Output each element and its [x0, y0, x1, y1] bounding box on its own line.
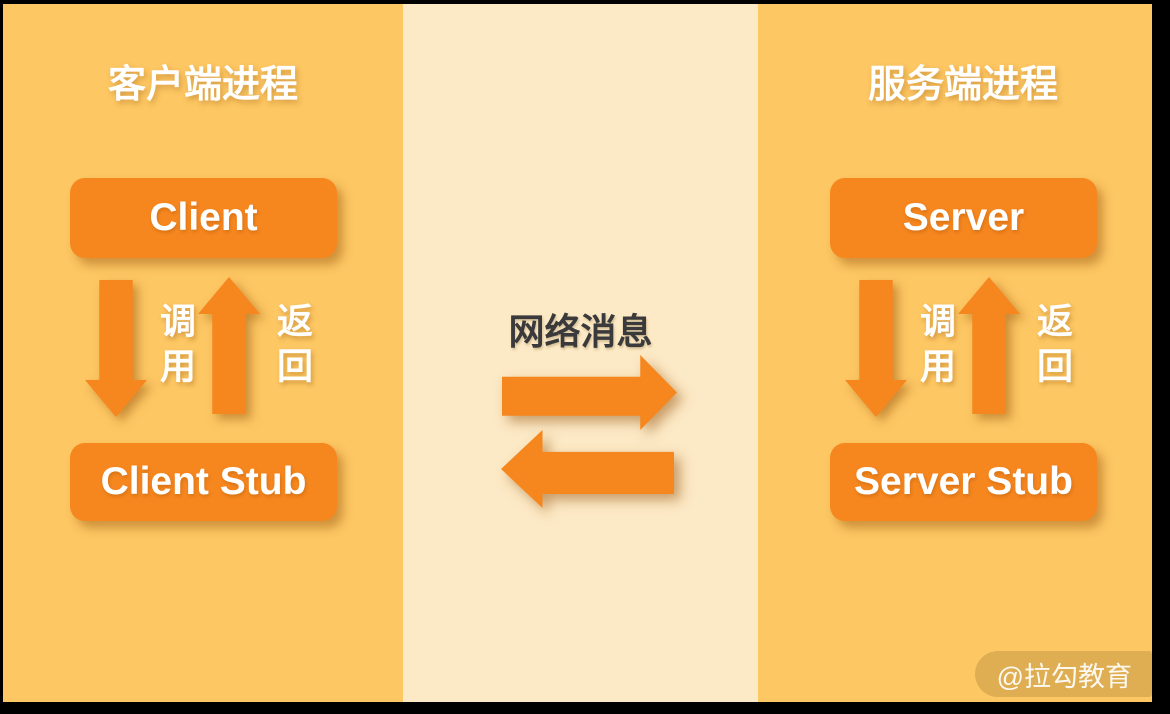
- network-request-right-arrow-icon: [502, 355, 677, 430]
- network-channel-background: [403, 4, 758, 702]
- return-label: 返回: [1032, 302, 1073, 392]
- client-panel-title: 客户端进程: [107, 64, 298, 106]
- watermark-text: @拉勾教育: [996, 661, 1132, 692]
- arrow-shape: [845, 280, 907, 417]
- call-down-arrow-icon: [845, 280, 907, 417]
- return-label: 返回: [272, 302, 313, 392]
- arrow-shape: [85, 280, 147, 417]
- call-down-arrow-icon: [85, 280, 147, 417]
- arrow-shape: [958, 277, 1020, 414]
- network-message-title: 网络消息: [508, 311, 653, 352]
- client-stub-box-label: Client Stub: [100, 460, 307, 503]
- network-response-left-arrow-icon: [501, 430, 674, 508]
- client-box-label: Client: [149, 196, 258, 239]
- server-process-panel: 服务端进程 Server 调用 返回 Server Stub: [763, 4, 1163, 702]
- arrow-shape: [198, 277, 260, 414]
- client-process-panel: 客户端进程 Client 调用 返回 Client Stub: [3, 4, 403, 702]
- arrow-shape: [502, 355, 677, 430]
- call-label: 调用: [155, 302, 196, 392]
- client-stub-box: Client Stub: [70, 443, 337, 521]
- network-message-section: 网络消息: [403, 4, 758, 702]
- return-up-arrow-icon: [958, 277, 1020, 414]
- server-stub-box-label: Server Stub: [854, 460, 1073, 503]
- watermark-badge: @拉勾教育: [974, 651, 1152, 697]
- server-stub-box: Server Stub: [830, 443, 1097, 521]
- return-up-arrow-icon: [198, 277, 260, 414]
- call-label: 调用: [915, 302, 956, 392]
- server-panel-title: 服务端进程: [867, 64, 1058, 106]
- server-box-label: Server: [902, 196, 1025, 239]
- client-box: Client: [70, 178, 337, 258]
- diagram-canvas: 客户端进程 Client 调用 返回 Client Stub 网络消息 服务端进…: [3, 4, 1152, 702]
- server-box: Server: [830, 178, 1097, 258]
- arrow-shape: [501, 430, 674, 508]
